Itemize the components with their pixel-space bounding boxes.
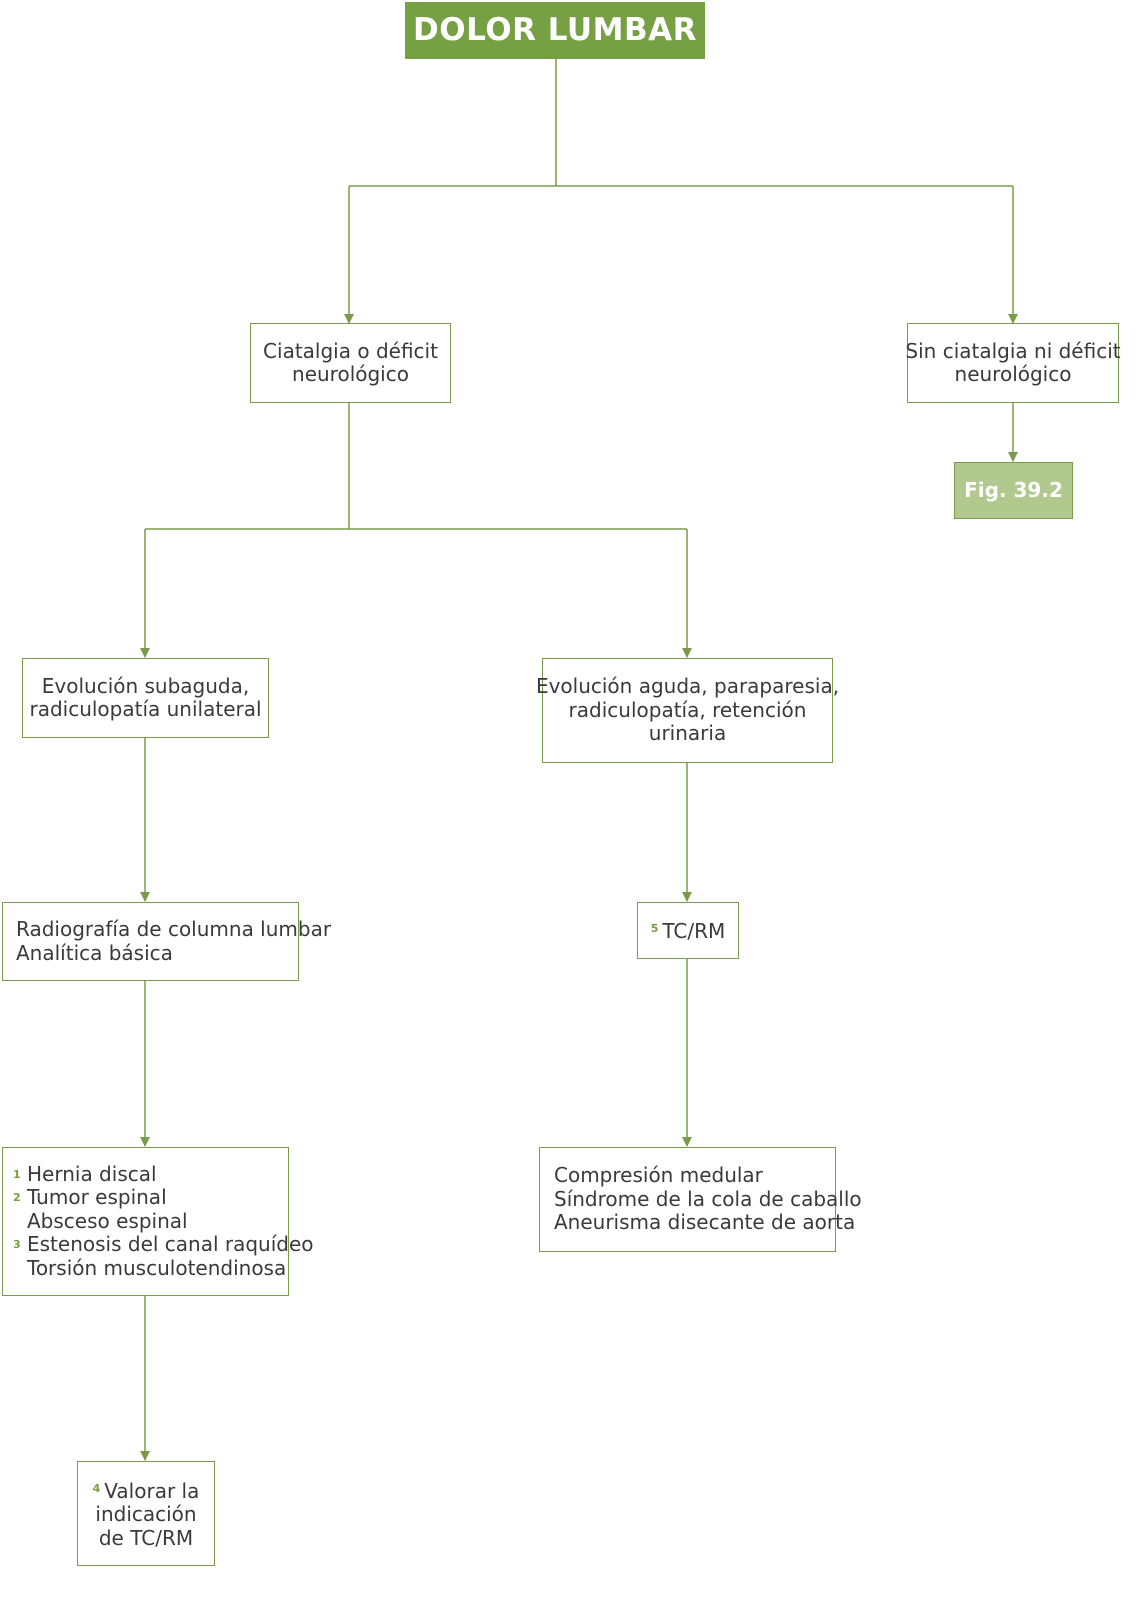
node-ciatalgia-line-1: Ciatalgia o déficit (263, 338, 438, 363)
list-item: 2 Tumor espinal (13, 1185, 288, 1210)
node-radiografia-line-2: Analítica básica (16, 940, 173, 965)
note-marker-5: 5 (650, 922, 659, 936)
list-item: 3 Estenosis del canal raquídeo (13, 1233, 314, 1257)
node-ciatalgia: Ciatalgia o déficit neurológico (250, 323, 451, 403)
node-diagnosticos-aguda: Compresión medular Síndrome de la cola d… (539, 1147, 862, 1252)
title-text: DOLOR LUMBAR (413, 11, 697, 48)
list-item-text: Hernia discal (27, 1161, 157, 1186)
node-aguda: Evolución aguda, paraparesia, radiculopa… (536, 658, 839, 763)
node-valorar-line-2: indicación (95, 1502, 197, 1527)
node-ciatalgia-line-2: neurológico (292, 362, 409, 386)
list-item-text: Absceso espinal (27, 1208, 188, 1233)
note-marker-2: 2 (13, 1191, 21, 1205)
list-item: Compresión medular (554, 1163, 763, 1188)
node-sin-ciatalgia-line-1: Sin ciatalgia ni déficit (905, 338, 1121, 363)
list-item: Absceso espinal (17, 1208, 288, 1234)
node-sin-ciatalgia: Sin ciatalgia ni déficit neurológico (905, 323, 1121, 403)
note-marker-1: 1 (13, 1167, 21, 1181)
node-aguda-line-3: urinaria (648, 721, 727, 746)
node-subaguda-line-1: Evolución subaguda, (41, 673, 250, 698)
list-item-text: Tumor espinal (27, 1185, 167, 1210)
list-item-text: Estenosis del canal raquídeo (27, 1232, 314, 1257)
list-item: Síndrome de la cola de caballo (554, 1186, 862, 1211)
list-item: Aneurisma disecante de aorta (554, 1210, 856, 1235)
node-radiografia: Radiografía de columna lumbar Analítica … (2, 902, 332, 981)
node-valorar-line-1-text: Valorar la (104, 1478, 200, 1503)
note-marker-3: 3 (13, 1238, 21, 1252)
list-item: 1 Hernia discal (13, 1161, 288, 1187)
list-item: Torsión musculotendinosa (17, 1255, 288, 1281)
note-marker-4: 4 (92, 1481, 101, 1495)
node-aguda-line-2: radiculopatía, retención (568, 697, 807, 722)
node-radiografia-line-1: Radiografía de columna lumbar (16, 917, 332, 941)
node-valorar-line-3: de TC/RM (98, 1525, 194, 1550)
figure-reference-text: Fig. 39.2 (964, 477, 1063, 502)
node-subaguda: Evolución subaguda, radiculopatía unilat… (22, 658, 269, 738)
node-subaguda-line-2: radiculopatía unilateral (29, 697, 262, 721)
node-tcrm-text: TC/RM (662, 919, 726, 944)
node-diagnosticos-subaguda: 1 Hernia discal 2 Tumor espinal Absceso es… (2, 1147, 314, 1296)
node-sin-ciatalgia-line-2: neurológico (954, 362, 1072, 386)
list-item-text: Torsión musculotendinosa (27, 1255, 287, 1280)
node-aguda-line-1: Evolución aguda, paraparesia, (535, 674, 840, 699)
figure-reference-box[interactable]: Fig. 39.2 (954, 462, 1073, 519)
title-box: DOLOR LUMBAR (405, 2, 705, 59)
